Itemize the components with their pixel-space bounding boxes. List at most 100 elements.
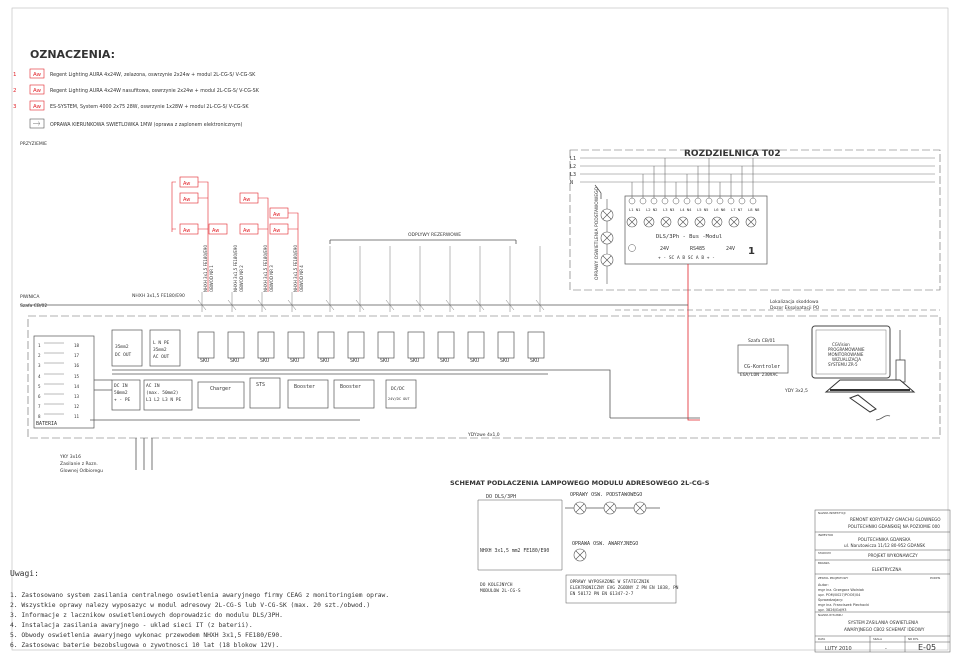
svg-text:5. Obwody oswietlenia awaryjne: 5. Obwody oswietlenia awaryjnego wykonac… [10, 632, 283, 639]
svg-text:3: 3 [13, 104, 17, 110]
ac-in-block [143, 379, 193, 411]
svg-text:11: 11 [74, 414, 80, 419]
svg-text:7: 7 [38, 404, 41, 409]
svg-text:L2 N2: L2 N2 [646, 207, 657, 212]
svg-text:SYSTEM ZASILANIA OSWIETLENIA: SYSTEM ZASILANIA OSWIETLENIA [848, 620, 918, 625]
svg-text:2. Wszystkie oprawy nalezy wyp: 2. Wszystkie oprawy nalezy wyposazyc w m… [10, 602, 370, 609]
svg-text:6: 6 [38, 394, 41, 399]
phase-bus: L1 L2 L3 N [570, 156, 935, 186]
svg-text:Booster: Booster [294, 384, 315, 390]
svg-text:+ - PE: + - PE [114, 397, 131, 403]
svg-text:16: 16 [74, 363, 80, 368]
svg-text:18: 18 [74, 343, 80, 348]
svg-text:POLITECHNIKI GDANSKIEJ NA POZI: POLITECHNIKI GDANSKIEJ NA POZIOMIE 000 [848, 524, 940, 529]
remarks-title: Uwagi: [10, 569, 39, 578]
svg-text:L3 N3: L3 N3 [663, 207, 674, 212]
svg-text:STADIUM: STADIUM [818, 551, 831, 555]
svg-text:REMONT KORYTARZY GMACHU GLOWNE: REMONT KORYTARZY GMACHU GLOWNEGO [850, 517, 941, 522]
svg-text:L4 N4: L4 N4 [680, 207, 692, 212]
svg-text:L8 N8: L8 N8 [748, 207, 760, 212]
bus-cable [687, 264, 700, 421]
legend-item: 2 Aw Regent Lighting AURA 4x24W nasufito… [13, 84, 260, 95]
svg-text:NHXH 3x1,5 FE180/E90: NHXH 3x1,5 FE180/E90 [293, 245, 298, 292]
module-ground-icon [628, 244, 636, 252]
svg-text:OBWOD NR 2: OBWOD NR 2 [239, 265, 244, 292]
svg-text:mgr inz. Franciszek Piechocki: mgr inz. Franciszek Piechocki [818, 603, 869, 607]
svg-text:CG-Kontroler: CG-Kontroler [744, 364, 780, 370]
base-lighting-label: OPRAWY OSWIETLENIA PODSTAWOWEGO [594, 186, 600, 280]
svg-text:upr. POM/0027/POOE/04: upr. POM/0027/POOE/04 [818, 593, 861, 597]
svg-text:SKU: SKU [320, 358, 329, 364]
svg-text:SKU: SKU [470, 358, 479, 364]
svg-text:SKU: SKU [440, 358, 449, 364]
svg-text:ul. Narutowicza 11/12 80-952: ul. Narutowicza 11/12 80-952 GDANSK [844, 543, 925, 548]
svg-text:1. Zastosowano system zasilani: 1. Zastosowano system zasilania centraln… [10, 592, 389, 599]
scheme-title: SCHEMAT PODLACZENIA LAMPOWEGO MODULU ADR… [450, 479, 710, 487]
svg-text:YKY 3x16: YKY 3x16 [59, 454, 81, 460]
svg-text:NHXH 3x1,5 FE180/E90: NHXH 3x1,5 FE180/E90 [263, 245, 268, 292]
svg-text:2: 2 [38, 353, 41, 358]
printer-icon [848, 394, 877, 413]
svg-text:SKU: SKU [230, 358, 239, 364]
reserve-lines [329, 246, 541, 292]
svg-text:3. Informacje z lacznikow oswi: 3. Informacje z lacznikow oswietleniowyc… [10, 612, 283, 619]
svg-text:AWARYJNEGO CB02 SCHEMAT IDEOWY: AWARYJNEGO CB02 SCHEMAT IDEOWY [844, 627, 925, 632]
svg-text:NR RYS.: NR RYS. [908, 637, 919, 641]
module-name: DLS/3Ph - Bus -Modul [656, 234, 722, 240]
arrow-icon [33, 121, 41, 126]
svg-text:L1: L1 [570, 156, 576, 162]
svg-text:Regent Lighting AURA 4x24W, ze: Regent Lighting AURA 4x24W, zelazona, os… [50, 72, 256, 78]
feed-note: YKY 3x16 Zasilanie z Rozn. Glownej Odbio… [59, 454, 103, 474]
svg-text:INWESTOR: INWESTOR [818, 533, 833, 537]
feed-ticks [197, 292, 545, 312]
svg-text:Aw: Aw [243, 197, 250, 203]
svg-text:14: 14 [74, 384, 80, 389]
svg-text:DC/DC: DC/DC [391, 386, 405, 392]
svg-text:3: 3 [38, 363, 41, 368]
module-24v-left: 24V [660, 246, 669, 252]
dc-out-block [111, 329, 143, 367]
cabinet-frame [27, 315, 941, 439]
svg-text:LUTY 2010: LUTY 2010 [825, 646, 852, 652]
booster-block-2 [333, 379, 375, 409]
svg-text:POLITECHNIKA GDANSKA: POLITECHNIKA GDANSKA [858, 537, 911, 542]
svg-text:15: 15 [74, 374, 80, 379]
svg-text:Aw: Aw [243, 228, 250, 234]
svg-text:PROJEKT WYKONAWCZY: PROJEKT WYKONAWCZY [868, 553, 918, 558]
svg-text:6. Zastosowac baterie bezobslu: 6. Zastosowac baterie bezobslugowa o zyw… [10, 642, 279, 649]
switchboard-title: ROZDZIELNICA T02 [684, 149, 781, 159]
room-label: Szafa CB/02 [20, 303, 47, 309]
svg-text:Aw: Aw [33, 72, 42, 78]
svg-text:2: 2 [13, 88, 17, 94]
module-relays [628, 158, 757, 205]
module-cross-symbols [626, 216, 757, 228]
svg-text:Zasilanie z Rozn.: Zasilanie z Rozn. [60, 461, 98, 467]
svg-text:(max. 50mm2): (max. 50mm2) [146, 390, 179, 396]
floor-label: PRZYZIEMIE [20, 141, 47, 147]
svg-text:35mm2: 35mm2 [115, 344, 129, 350]
svg-text:17: 17 [74, 353, 80, 358]
svg-text:SKU: SKU [530, 358, 539, 364]
svg-text:NHXH 3x1,5 FE180/E90: NHXH 3x1,5 FE180/E90 [233, 245, 238, 292]
switchboard-frame [569, 149, 941, 291]
svg-text:Aw: Aw [183, 228, 190, 234]
dc-bus [112, 369, 548, 375]
svg-text:Aw: Aw [183, 181, 190, 187]
svg-text:SKU: SKU [380, 358, 389, 364]
legend-item: 3 Aw ES-SYSTEM, System 4000 2x75 28W, os… [13, 100, 249, 111]
ydy-cable-2: YDYzwe 4x1,0 [467, 432, 500, 438]
svg-text:SKU: SKU [350, 358, 359, 364]
fixture-group [171, 176, 299, 292]
svg-text:BRANZA: BRANZA [818, 561, 830, 565]
svg-text:Aw: Aw [273, 212, 280, 218]
svg-text:35mm2: 35mm2 [153, 347, 167, 353]
svg-text:upr. 3826/Gd/93: upr. 3826/Gd/93 [818, 608, 846, 612]
title-block [814, 509, 951, 653]
svg-text:1: 1 [38, 343, 41, 348]
dls-module [624, 195, 768, 265]
charger-block [197, 381, 245, 409]
dc-in-block [111, 379, 141, 411]
